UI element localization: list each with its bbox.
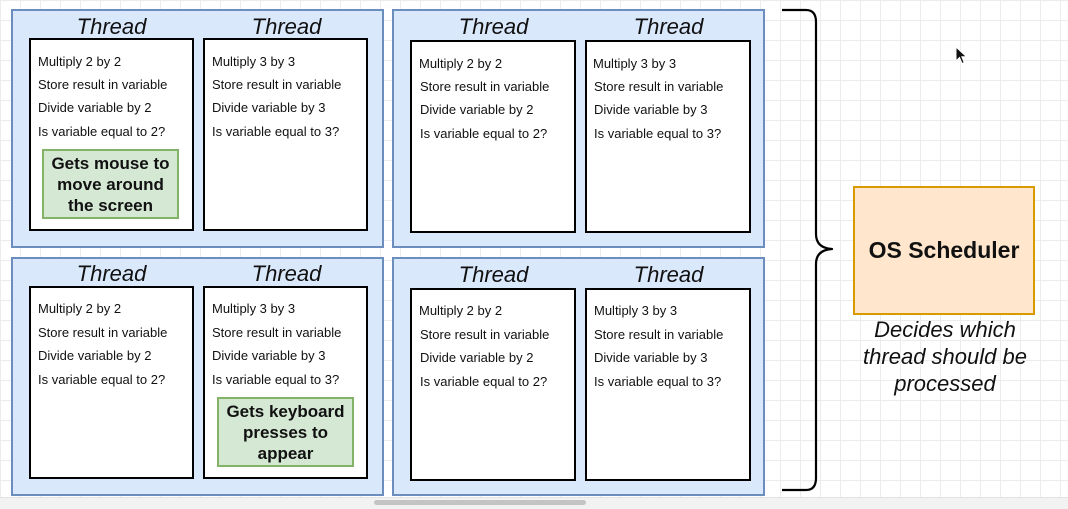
instruction-line: Multiply 2 by 2 — [419, 56, 503, 71]
os-scheduler-label: OS Scheduler — [868, 237, 1020, 263]
thread-title: Thread — [633, 14, 704, 39]
instruction-line: Divide variable by 2 — [420, 350, 534, 365]
instruction-line: Multiply 3 by 3 — [212, 301, 296, 316]
instruction-line: Divide variable by 3 — [594, 102, 708, 117]
instruction-line: Store result in variable — [212, 77, 342, 92]
mouse-note[interactable]: Gets mouse to move around the screen — [42, 149, 179, 219]
instruction-line: Multiply 2 by 2 — [38, 301, 122, 316]
thread-title: Thread — [76, 14, 147, 39]
note-line: move around — [57, 174, 164, 194]
instruction-line: Is variable equal to 2? — [420, 374, 548, 389]
thread-box[interactable] — [29, 286, 194, 479]
instruction-line: Divide variable by 2 — [420, 102, 534, 117]
instruction-line: Store result in variable — [594, 327, 724, 342]
thread-title: Thread — [251, 261, 322, 286]
instruction-line: Is variable equal to 2? — [38, 124, 166, 139]
note-line: appear — [257, 443, 314, 463]
curly-brace — [782, 8, 834, 492]
note-line: Gets keyboard — [226, 401, 345, 421]
instruction-line: Is variable equal to 2? — [38, 372, 166, 387]
thread-box[interactable] — [585, 288, 751, 481]
thread-box[interactable] — [203, 38, 368, 231]
thread-title: Thread — [458, 262, 529, 287]
instruction-line: Store result in variable — [212, 325, 342, 340]
instruction-line: Store result in variable — [38, 325, 168, 340]
os-scheduler-box[interactable]: OS Scheduler — [853, 186, 1035, 315]
keyboard-note[interactable]: Gets keyboard presses to appear — [217, 397, 354, 467]
instruction-line: Is variable equal to 3? — [212, 124, 340, 139]
note-line: presses to — [242, 422, 329, 442]
instruction-line: Multiply 3 by 3 — [212, 54, 296, 69]
instruction-line: Is variable equal to 3? — [212, 372, 340, 387]
thread-box[interactable] — [585, 40, 751, 233]
thread-title: Thread — [633, 262, 704, 287]
instruction-line: Is variable equal to 2? — [420, 126, 548, 141]
instruction-line: Multiply 3 by 3 — [593, 56, 677, 71]
note-line: Gets mouse to — [51, 153, 170, 173]
caption-line: Decides which — [874, 317, 1016, 342]
instruction-line: Store result in variable — [594, 79, 724, 94]
instruction-line: Multiply 2 by 2 — [38, 54, 122, 69]
instruction-line: Store result in variable — [420, 327, 550, 342]
instruction-line: Is variable equal to 3? — [594, 374, 722, 389]
mouse-pointer-icon — [955, 46, 968, 65]
thread-title: Thread — [458, 14, 529, 39]
instruction-line: Multiply 3 by 3 — [594, 303, 678, 318]
thread-box[interactable] — [410, 288, 576, 481]
thread-box[interactable] — [410, 40, 576, 233]
instruction-line: Divide variable by 2 — [38, 348, 152, 363]
instruction-line: Divide variable by 3 — [594, 350, 708, 365]
thread-title: Thread — [251, 14, 322, 39]
caption-line: processed — [894, 371, 996, 396]
instruction-line: Store result in variable — [38, 77, 168, 92]
instruction-line: Divide variable by 3 — [212, 348, 326, 363]
instruction-line: Divide variable by 3 — [212, 100, 326, 115]
horizontal-scrollbar[interactable] — [0, 497, 1068, 509]
instruction-line: Divide variable by 2 — [38, 100, 152, 115]
thread-title: Thread — [76, 261, 147, 286]
instruction-line: Multiply 2 by 2 — [419, 303, 503, 318]
caption-line: thread should be — [863, 344, 1027, 369]
scheduler-caption: Decides which thread should be processed — [845, 316, 1045, 397]
note-line: the screen — [67, 195, 154, 215]
instruction-line: Is variable equal to 3? — [594, 126, 722, 141]
scrollbar-thumb[interactable] — [374, 500, 586, 505]
instruction-line: Store result in variable — [420, 79, 550, 94]
